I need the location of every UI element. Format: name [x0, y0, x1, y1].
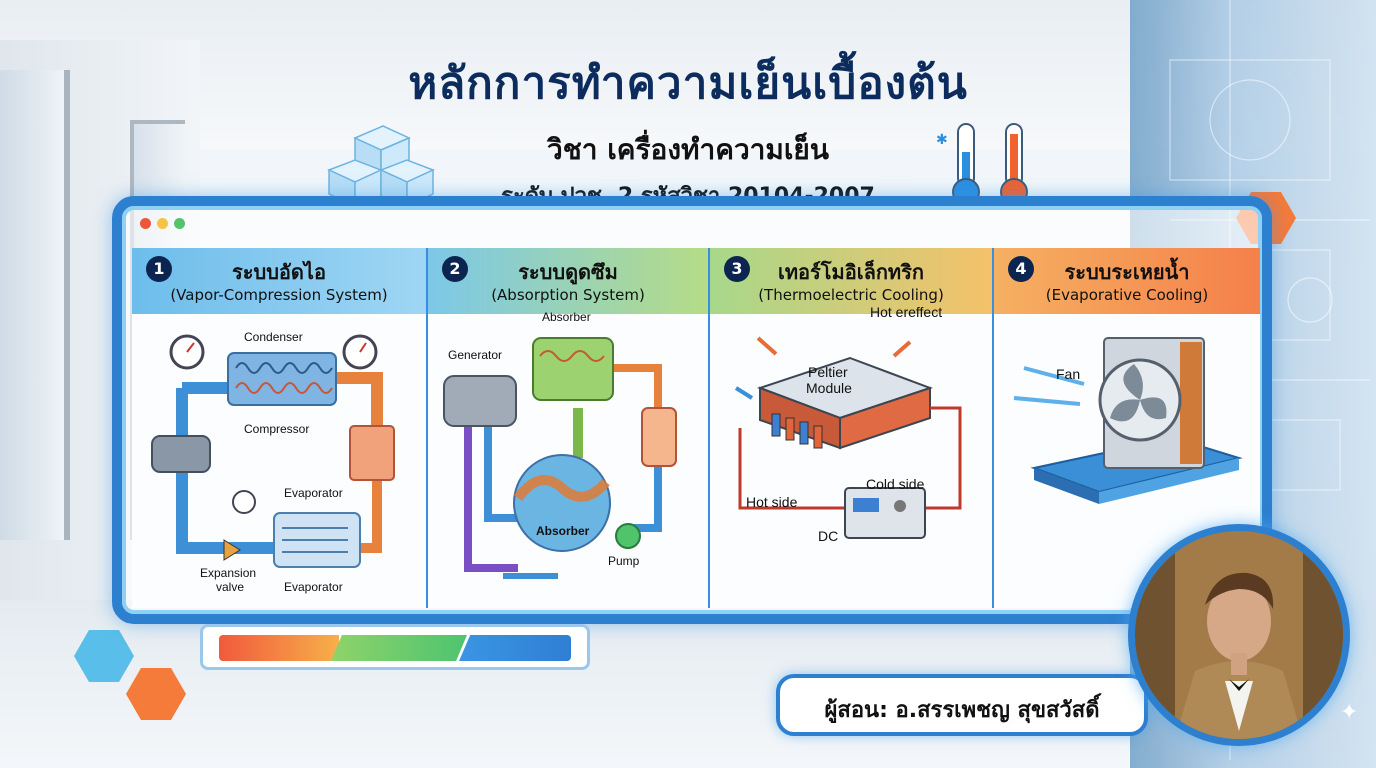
thermometer-cold-icon: ✱: [936, 123, 980, 206]
panel-subtitle: (Evaporative Cooling): [1045, 286, 1209, 304]
panel-header: 2 ระบบดูดซึม (Absorption System): [428, 248, 708, 314]
ice-cubes-icon: [327, 125, 435, 208]
cooling-pad: [1180, 342, 1202, 464]
background-window: [0, 70, 70, 540]
dc-power-supply: [844, 487, 926, 539]
label-evaporator-bottom: Evaporator: [284, 580, 343, 594]
expansion-valve: [223, 539, 241, 561]
absorption-svg: [443, 337, 677, 579]
label-absorber-bottom: Absorber: [536, 524, 590, 538]
panel-subtitle: (Absorption System): [491, 286, 645, 304]
label-peltier: Peltier: [808, 364, 848, 380]
label-compressor: Compressor: [244, 422, 310, 436]
panel-absorption: 2 ระบบดูดซึม (Absorption System) Absorbe…: [428, 248, 710, 608]
thermoelectric-diagram: Hot ereffect Peltier Module Hot side Col…: [710, 304, 992, 608]
label-expansion: Expansion: [200, 566, 257, 580]
decor-hexagon-blue: [74, 630, 134, 682]
label-module: Module: [806, 380, 852, 396]
decor-color-bar: [200, 624, 590, 670]
avatar: [1128, 524, 1350, 746]
label-condenser: Condenser: [244, 330, 303, 344]
condenser-coil: [227, 352, 337, 406]
svg-text:✱: ✱: [936, 132, 948, 148]
thermoelectric-svg: [734, 336, 962, 539]
evaporative-diagram: Fan: [994, 318, 1260, 608]
dot-green: [174, 218, 185, 229]
label-generator: Generator: [448, 348, 503, 362]
generator-unit: [443, 375, 517, 427]
label-pump: Pump: [608, 554, 640, 568]
teacher-label-box: ผู้สอน: อ.สรรเพชญ สุขสวัสดิ์: [776, 674, 1148, 736]
panel-number: 2: [442, 256, 468, 282]
subject-name: วิชา เครื่องทำความเย็น: [547, 133, 829, 166]
condenser-radiator: [349, 425, 395, 481]
avatar-photo: [1135, 531, 1343, 739]
panel-number: 1: [146, 256, 172, 282]
panel-subtitle: (Vapor-Compression System): [170, 286, 388, 304]
panel-header: 3 เทอร์โมอิเล็กทริก (Thermoelectric Cool…: [710, 248, 992, 314]
compressor-body: [151, 435, 211, 473]
condenser-unit: [641, 407, 677, 467]
label-hot-side: Hot side: [746, 494, 798, 510]
panel-title: เทอร์โมอิเล็กทริก: [778, 260, 924, 284]
panel-evaporative: 4 ระบบระเหยน้ำ (Evaporative Cooling) Fan: [994, 248, 1260, 608]
thermometer-hot-icon: [1000, 123, 1028, 206]
dot-red: [140, 218, 151, 229]
color-segment-orange: [219, 635, 339, 661]
vapor-compression-diagram: Condenser Compressor Evaporator Expansio…: [132, 318, 426, 608]
label-valve: valve: [216, 580, 245, 594]
decor-hexagon-orange-small: [126, 668, 186, 720]
dot-yellow: [157, 218, 168, 229]
color-segment-blue: [459, 635, 571, 661]
panel-subtitle: (Thermoelectric Cooling): [758, 286, 944, 304]
label-evaporator-top: Evaporator: [284, 486, 343, 500]
panel-number: 4: [1008, 256, 1034, 282]
absorption-diagram: Absorber Generator Absorber Pump: [428, 310, 708, 608]
panel-header: 1 ระบบอัดไอ (Vapor-Compression System): [132, 248, 426, 314]
label-fan: Fan: [1056, 366, 1081, 382]
page-title: หลักการทำความเย็นเบื้องต้น: [408, 58, 968, 109]
panel-title: ระบบระเหยน้ำ: [1064, 260, 1190, 284]
sparkle-icon: ✦: [1340, 700, 1359, 725]
panel-vapor-compression: 1 ระบบอัดไอ (Vapor-Compression System) C…: [132, 248, 428, 608]
panel-header: 4 ระบบระเหยน้ำ (Evaporative Cooling): [994, 248, 1260, 314]
label-hot-effect: Hot ereffect: [870, 304, 943, 320]
panel-number: 3: [724, 256, 750, 282]
label-absorber-top: Absorber: [542, 310, 591, 324]
pump-unit: [615, 523, 641, 549]
panel-thermoelectric: 3 เทอร์โมอิเล็กทริก (Thermoelectric Cool…: [710, 248, 994, 608]
heat-arrow: [756, 336, 778, 356]
panel-title: ระบบดูดซึม: [518, 260, 618, 284]
absorber-top-unit: [532, 337, 614, 401]
teacher-name: ผู้สอน: อ.สรรเพชญ สุขสวัสดิ์: [824, 698, 1100, 723]
label-cold-side: Cold side: [866, 476, 925, 492]
evaporative-svg: [1013, 337, 1243, 504]
vapor-compression-svg: [151, 334, 395, 568]
color-segment-green: [331, 635, 467, 661]
label-dc: DC: [818, 528, 839, 544]
panel-title: ระบบอัดไอ: [232, 260, 326, 284]
window-dots: [140, 218, 185, 229]
